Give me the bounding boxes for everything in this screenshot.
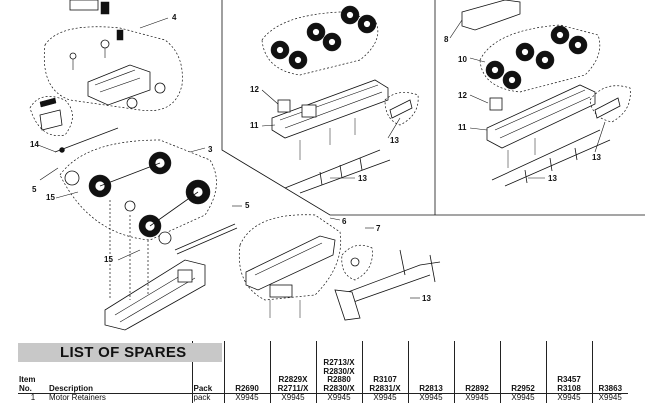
header-model: R3457 R3108 — [545, 341, 592, 394]
header-model: R2690 — [223, 341, 270, 394]
callout-6: 6 — [342, 217, 347, 226]
cell-code: X9945 — [499, 393, 546, 403]
cell-code: X9945 — [269, 393, 316, 403]
header-model: R2713/X R2830/X R2880 R2830/X — [315, 341, 362, 394]
callout-3: 3 — [208, 145, 213, 154]
callout-13-right: 13 — [548, 174, 557, 183]
cell-code: X9945 — [315, 393, 362, 403]
center-assembly — [261, 5, 419, 194]
header-model: R2813 — [407, 341, 454, 394]
header-model: R2952 — [499, 341, 546, 394]
cell-description: Motor Retainers — [48, 393, 192, 403]
cell-code: X9945 — [407, 393, 454, 403]
cell-code: X9945 — [545, 393, 592, 403]
callout-10: 10 — [458, 55, 467, 64]
header-model: R3863 — [591, 341, 628, 394]
right-wheels — [485, 25, 588, 90]
callout-12-center: 12 — [250, 85, 259, 94]
callout-15-left: 15 — [46, 193, 55, 202]
exploded-parts-diagram: 4 3 5 15 14 5 15 6 7 13 12 11 13 13 8 10… — [29, 0, 645, 331]
callout-5-lower: 5 — [245, 201, 250, 210]
center-lower-assembly — [238, 214, 441, 321]
cell-code: X9945 — [361, 393, 408, 403]
callout-15-lower: 15 — [104, 255, 113, 264]
header-description: Description — [49, 383, 94, 393]
callout-12-right: 12 — [458, 91, 467, 100]
cell-code: X9945 — [223, 393, 270, 403]
table-row: 1 Motor Retainers pack X9945 X9945 X9945… — [18, 393, 628, 403]
header-item-no: Item No. — [19, 375, 36, 393]
left-assembly — [29, 0, 238, 331]
header-model: R3107 R2831/X — [361, 341, 408, 394]
callout-8: 8 — [444, 35, 449, 44]
panel-frames — [221, 0, 645, 216]
callout-13-lower: 13 — [422, 294, 431, 303]
spares-table: Item No. Description Pack R2690 R2829X R… — [18, 341, 628, 403]
callout-leaders — [37, 17, 606, 299]
callout-13-center: 13 — [358, 174, 367, 183]
callout-labels: 4 3 5 15 14 5 15 6 7 13 12 11 13 13 8 10… — [30, 13, 601, 303]
wheel-set — [88, 151, 211, 238]
callout-13-right-clip: 13 — [592, 153, 601, 162]
cell-item: 1 — [18, 393, 48, 403]
callout-13-center-clip: 13 — [390, 136, 399, 145]
cell-code: X9945 — [591, 393, 628, 403]
callout-5-left: 5 — [32, 185, 37, 194]
cell-pack: pack — [191, 393, 224, 403]
callout-14: 14 — [30, 140, 39, 149]
cell-code: X9945 — [453, 393, 500, 403]
callout-11-right: 11 — [458, 123, 467, 132]
callout-4: 4 — [172, 13, 177, 22]
header-model: R2892 — [453, 341, 500, 394]
callout-7: 7 — [376, 224, 381, 233]
header-model: R2829X R2711/X — [269, 341, 316, 394]
spares-title: LIST OF SPARES — [18, 343, 222, 362]
right-assembly — [461, 0, 631, 187]
callout-11-center: 11 — [250, 121, 259, 130]
center-wheels — [270, 5, 377, 70]
